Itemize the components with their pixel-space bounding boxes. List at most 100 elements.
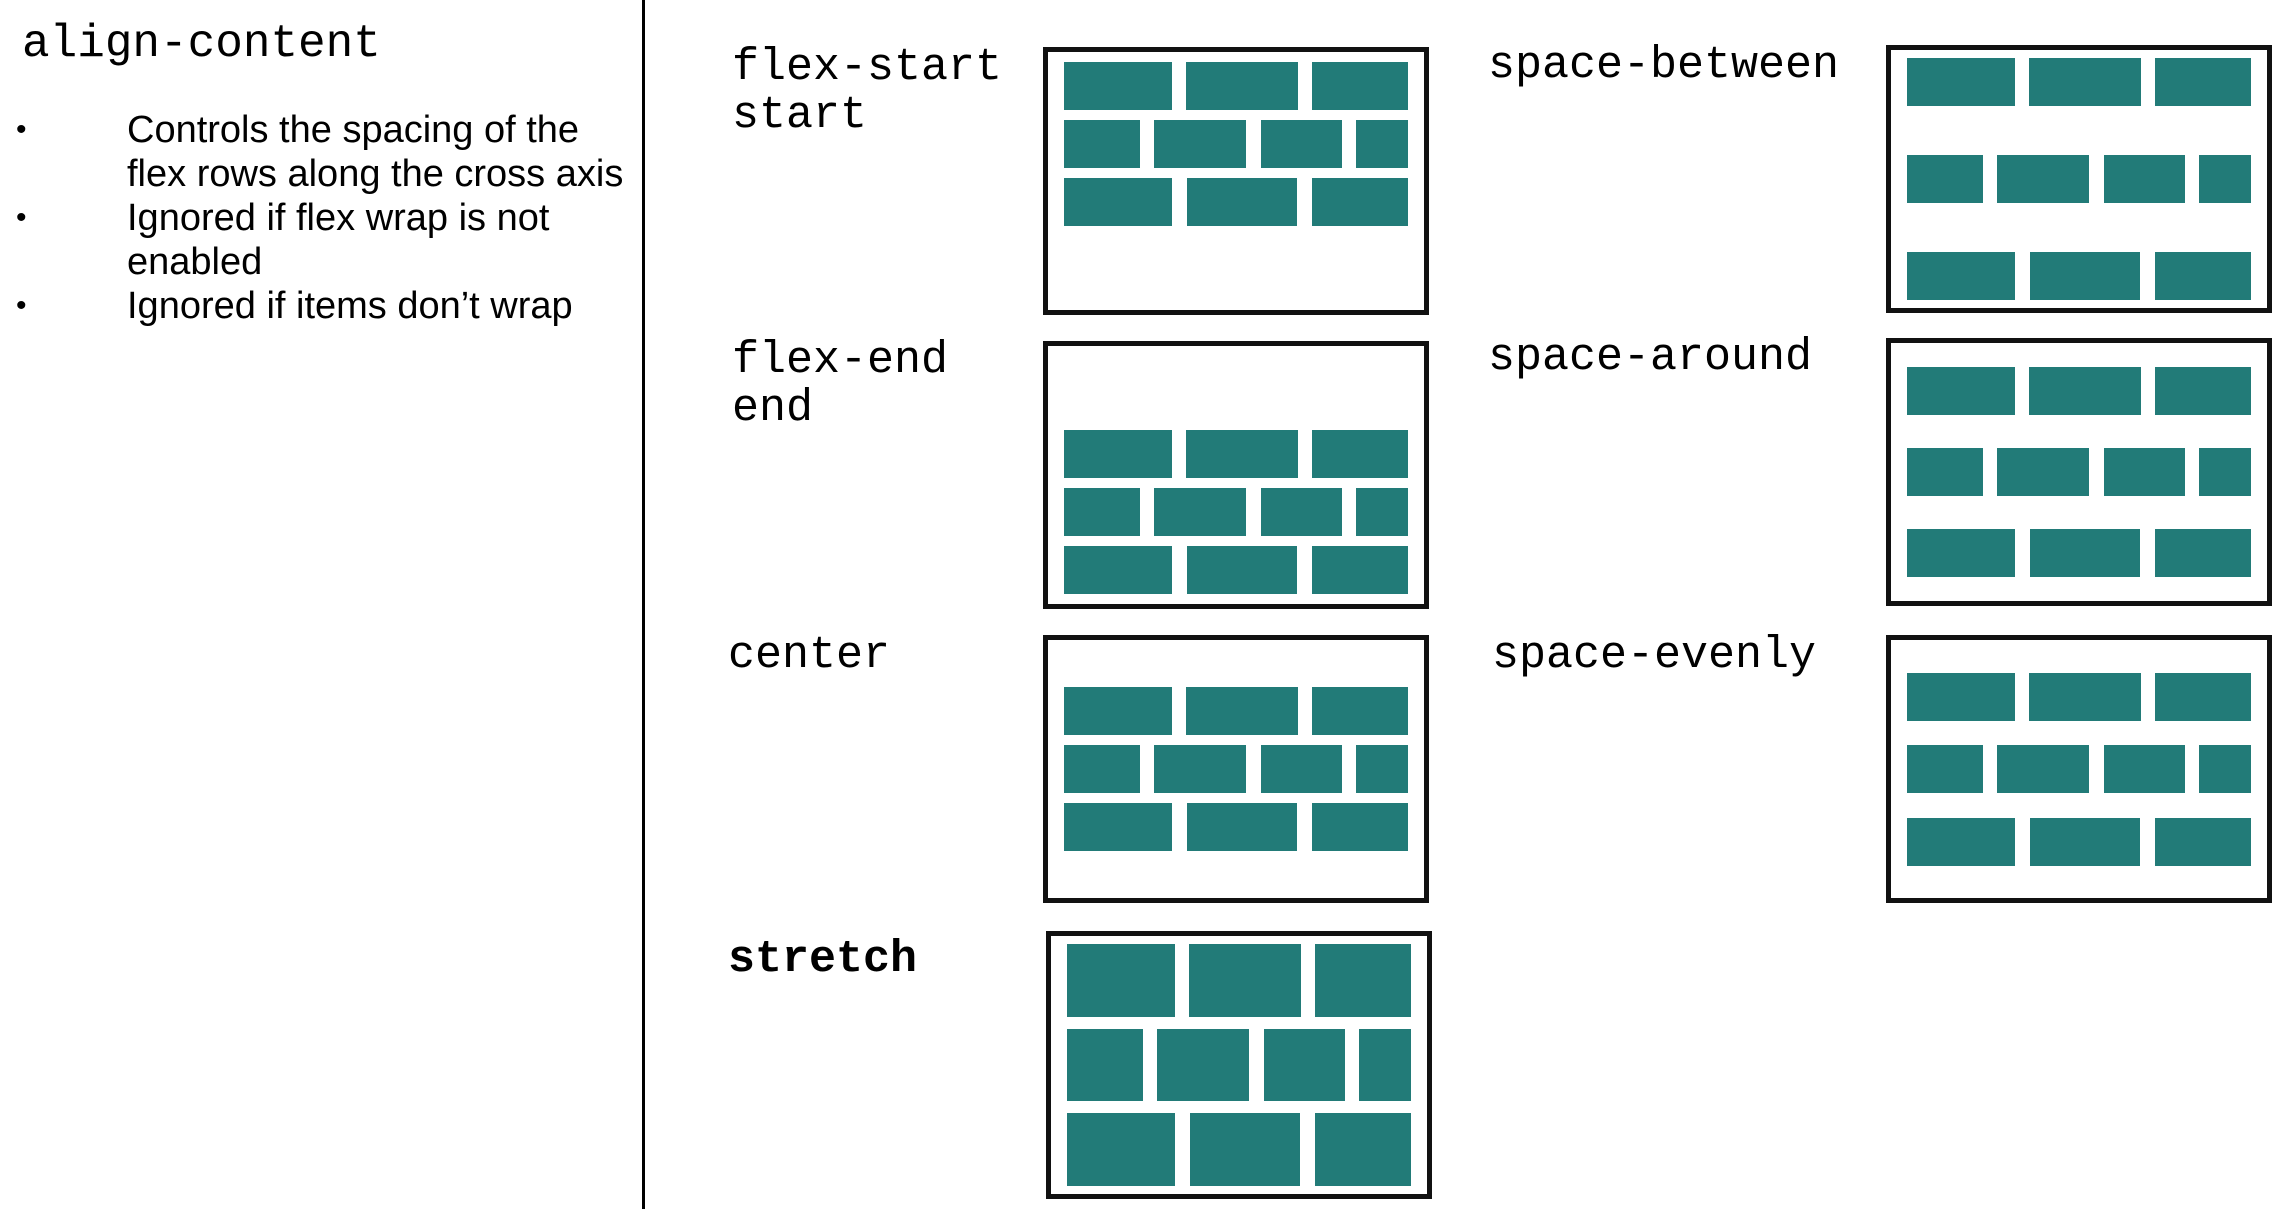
flex-item [2103,745,2185,793]
label-line: stretch [728,934,918,985]
flex-item [2155,252,2251,300]
bullet-item: • Ignored if items don’t wrap [0,284,640,328]
flex-item [1312,178,1408,226]
diagram-flex-end [1043,341,1429,609]
notes-panel: align-content • Controls the spacing of … [0,0,645,1209]
diagram-stretch [1046,931,1432,1199]
flex-row [1064,62,1408,110]
label-space-between: space-between [1488,42,1839,90]
flex-item [1355,488,1408,536]
flex-item [1064,488,1140,536]
flex-row [1064,430,1408,478]
flex-item [1154,120,1247,168]
label-space-around: space-around [1488,334,1812,382]
property-heading: align-content [22,18,381,70]
flex-item [1907,817,2015,866]
flex-item [1997,447,2090,496]
flex-row [1907,672,2251,721]
flex-item [1312,62,1408,110]
label-line: start [732,90,868,141]
flex-item [2198,155,2251,203]
flex-item [1067,1113,1175,1187]
flex-row [1064,687,1408,735]
flex-item [1067,1028,1143,1102]
flex-item [1064,430,1172,478]
flex-item [1312,803,1408,851]
flex-item [1358,1028,1411,1102]
flex-item [1907,155,1983,203]
flex-item [1186,687,1298,735]
flex-item [2030,817,2140,866]
flex-item [1315,944,1411,1017]
flex-item [1907,745,1983,793]
flex-item [2029,58,2141,106]
flex-item [1260,745,1342,793]
flex-item [2030,252,2140,300]
diagram-space-evenly [1886,635,2272,903]
label-line: flex-end [732,335,949,386]
flex-item [1355,120,1408,168]
flex-item [1260,120,1342,168]
flex-item [1187,546,1297,594]
flex-item [2029,672,2141,721]
flex-row [1907,447,2251,496]
label-flex-end: flex-end end [732,337,948,433]
label-line: flex-start [732,42,1003,93]
label-flex-start: flex-start start [732,44,1002,140]
flex-item [1907,367,2015,416]
flex-item [1997,155,2090,203]
flex-item [2155,528,2251,577]
flex-item [2103,155,2185,203]
flex-item [2155,367,2251,416]
bullet-text: Ignored if flex wrap is not enabled [127,197,550,283]
flex-item [1190,1113,1300,1187]
label-center: center [728,632,890,680]
label-line: space-evenly [1492,630,1817,681]
diagram-flex-start [1043,47,1429,315]
flex-row [1067,1113,1411,1187]
flex-row [1067,1028,1411,1102]
bullet-text: Ignored if items don’t wrap [127,285,573,327]
flex-item [1260,488,1342,536]
label-line: space-between [1488,40,1840,91]
flex-item [1064,546,1172,594]
flex-item [1997,745,2090,793]
flex-row [1067,944,1411,1017]
flex-item [1907,672,2015,721]
flex-item [1154,745,1247,793]
flex-item [1157,1028,1250,1102]
bullet-text: Controls the spacing of the flex rows al… [127,109,624,195]
label-space-evenly: space-evenly [1492,632,1816,680]
bullet-item: • Controls the spacing of the flex rows … [0,108,640,196]
flex-row [1907,252,2251,300]
diagram-center [1043,635,1429,903]
flex-item [1315,1113,1411,1187]
flex-item [1907,252,2015,300]
label-line: end [732,383,814,434]
flex-item [1187,178,1297,226]
flex-item [1187,803,1297,851]
label-line: space-around [1488,332,1813,383]
bullet-dot-icon: • [16,113,27,146]
flex-item [2103,447,2185,496]
flex-item [2155,817,2251,866]
flex-item [1064,803,1172,851]
flex-item [2155,58,2251,106]
flex-item [1064,62,1172,110]
flex-item [1907,58,2015,106]
flex-row [1907,58,2251,106]
flex-item [1064,178,1172,226]
bullet-list: • Controls the spacing of the flex rows … [0,108,640,328]
flex-item [1064,120,1140,168]
bullet-dot-icon: • [16,289,27,322]
flex-item [1186,430,1298,478]
bullet-item: • Ignored if flex wrap is not enabled [0,196,640,284]
flex-row [1064,803,1408,851]
flex-row [1064,488,1408,536]
flex-item [2198,745,2251,793]
flex-row [1907,745,2251,793]
flex-item [2198,447,2251,496]
flex-row [1064,120,1408,168]
label-line: center [728,630,891,681]
flex-item [1064,745,1140,793]
